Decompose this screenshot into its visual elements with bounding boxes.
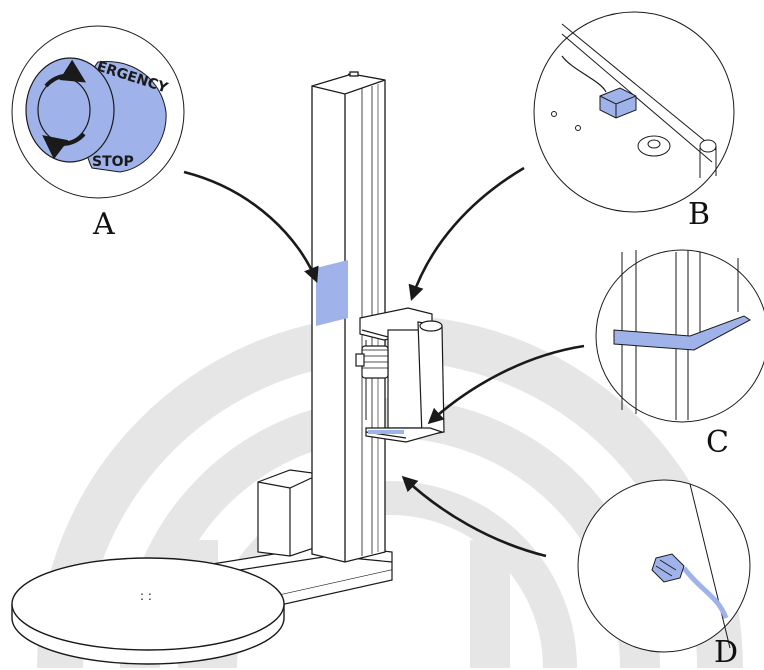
callout-label-a: A bbox=[93, 207, 115, 242]
arrow-d bbox=[401, 475, 547, 558]
callout-d-cable-connector bbox=[577, 479, 751, 653]
callout-a-button-text-bottom: STOP bbox=[92, 154, 134, 170]
turntable-marks: : : bbox=[140, 589, 152, 603]
callout-label-c: C bbox=[706, 425, 729, 460]
callout-label-b: B bbox=[688, 197, 711, 232]
callout-label-d: D bbox=[714, 635, 739, 670]
callout-c-carriage-bottom bbox=[595, 249, 764, 423]
arrow-a bbox=[183, 170, 319, 283]
emergency-stop-location bbox=[316, 260, 348, 326]
motor-box bbox=[257, 469, 321, 557]
carriage-sensor-strip bbox=[368, 430, 404, 434]
arrow-b bbox=[408, 166, 525, 301]
callout-a-emergency-stop: ERGENCY STOP bbox=[11, 25, 185, 199]
callout-b-sensor bbox=[533, 11, 735, 213]
arrow-c bbox=[427, 344, 585, 425]
turntable bbox=[11, 557, 285, 665]
carriage bbox=[355, 307, 445, 443]
pointer-arrows bbox=[183, 166, 585, 558]
